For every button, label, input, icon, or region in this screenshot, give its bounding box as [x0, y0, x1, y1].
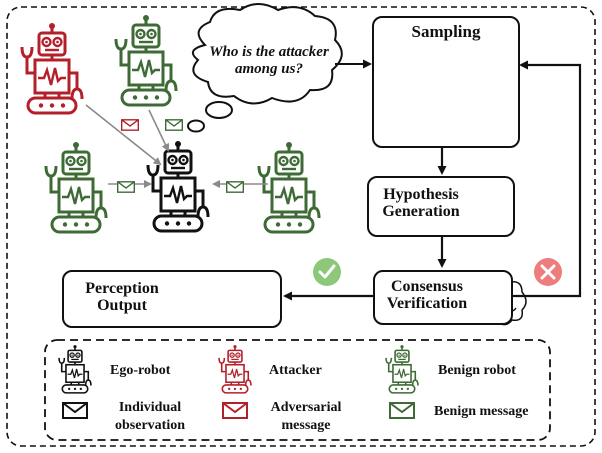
attacker-robot	[20, 21, 84, 115]
hypothesis-line1: Hypothesis	[383, 186, 459, 203]
benign-message-icon-top	[164, 119, 184, 131]
cross-icon	[534, 258, 562, 286]
thought-line2: among us?	[235, 61, 303, 78]
benign-message-icon-left	[116, 181, 136, 193]
legend-individual-label: Individual observation	[100, 399, 200, 434]
perception-line1: Perception	[85, 280, 159, 297]
legend-attacker-robot-icon	[218, 344, 252, 394]
legend-ego-robot-icon	[58, 344, 92, 394]
arrow-consensus-back-to-sampling	[513, 60, 582, 298]
legend-ego-label: Ego-robot	[110, 363, 171, 378]
outer-frame	[6, 6, 596, 447]
benign-robot-top	[114, 13, 178, 107]
benign-message-icon-right	[225, 181, 245, 193]
consensus-label: Consensus Verification	[374, 278, 480, 313]
hypothesis-line2: Generation	[382, 203, 460, 221]
legend-benign-robot-icon	[385, 344, 419, 394]
consensus-box	[373, 270, 513, 325]
sampling-title: Sampling	[411, 22, 481, 41]
legend-adversarial-line1: Adversarial	[270, 400, 342, 415]
legend-attacker-label: Attacker	[269, 363, 322, 378]
legend-adversarial-envelope-icon	[222, 402, 248, 419]
check-icon	[313, 258, 341, 286]
ego-robot	[146, 139, 210, 233]
arrow-attacker-to-ego	[85, 104, 162, 166]
legend-individual-line1: Individual	[118, 400, 182, 415]
legend-benign-robot-label: Benign robot	[438, 363, 516, 378]
thought-text: Who is the attacker among us?	[196, 44, 342, 79]
thought-line1: Who is the attacker	[209, 44, 329, 60]
legend-benign-envelope-icon	[389, 402, 415, 419]
hypothesis-box	[367, 176, 515, 237]
legend-frame	[44, 339, 551, 441]
legend-adversarial-line2: message	[281, 417, 331, 433]
legend-individual-line2: observation	[115, 417, 185, 433]
legend-benign-message-label: Benign message	[434, 404, 529, 419]
perception-label: Perception Output	[68, 280, 176, 315]
legend-adversarial-label: Adversarial message	[258, 399, 354, 434]
hypothesis-label: Hypothesis Generation	[369, 186, 473, 221]
arrow-top-to-ego	[148, 109, 170, 152]
sampling-box	[372, 16, 520, 148]
adversarial-message-icon	[120, 119, 140, 131]
consensus-line2: Verification	[386, 295, 468, 313]
thought-cloud-icon	[187, 3, 343, 133]
benign-robot-left	[44, 140, 108, 234]
perception-line2: Output	[97, 297, 147, 315]
consensus-line1: Consensus	[390, 278, 464, 295]
benign-robot-right	[257, 140, 321, 234]
legend-observation-envelope-icon	[62, 402, 88, 419]
perception-box	[62, 270, 282, 328]
